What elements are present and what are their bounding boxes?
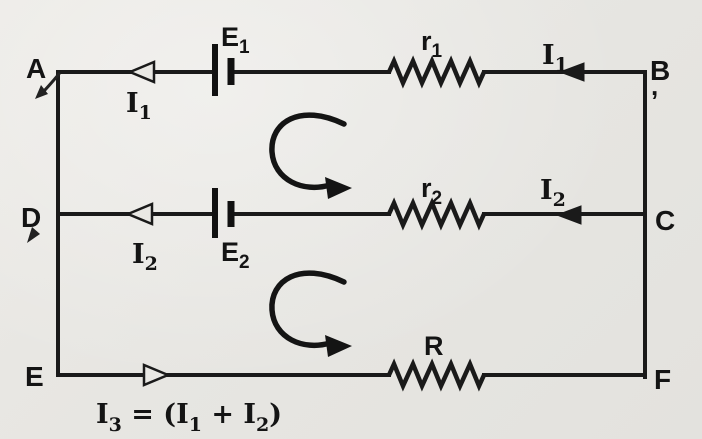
current-arrow-i3 bbox=[142, 363, 172, 387]
node-label-e: E bbox=[25, 361, 44, 392]
pen-mark-at-a bbox=[35, 72, 61, 99]
battery-e2-symbol bbox=[212, 188, 235, 238]
battery-e1-label: E1 bbox=[221, 22, 250, 58]
current-arrow-i2-right bbox=[555, 205, 582, 225]
current-arrow-i1-left bbox=[126, 60, 156, 84]
pen-mark-below-d bbox=[27, 227, 40, 243]
current-label-i1-left: I1 bbox=[126, 88, 152, 124]
node-label-a: A bbox=[26, 53, 46, 84]
current-label-i2-left: I2 bbox=[132, 239, 158, 275]
battery-e1-symbol bbox=[212, 44, 235, 96]
resistor-r1-label: r1 bbox=[421, 26, 443, 62]
resistor-r1-symbol bbox=[386, 55, 487, 89]
battery-e2-label: E2 bbox=[221, 237, 250, 273]
current-label-i1-right: I1 bbox=[542, 40, 568, 76]
equation-i3: I3 = (I1 + I2) bbox=[96, 399, 282, 436]
node-label-c: C bbox=[655, 205, 675, 236]
current-arrow-i2-left bbox=[124, 202, 154, 226]
loop-arrow-2 bbox=[269, 270, 352, 357]
pen-mark-comma-below-b: , bbox=[651, 71, 658, 101]
node-label-d: D bbox=[21, 202, 41, 233]
resistor-r2-symbol bbox=[386, 197, 487, 231]
current-label-i2-right: I2 bbox=[540, 175, 566, 211]
loop-arrow-1 bbox=[269, 112, 352, 199]
current-arrow-i1-right bbox=[558, 62, 585, 82]
node-label-f: F bbox=[654, 364, 671, 395]
resistor-r-symbol bbox=[386, 358, 487, 392]
resistor-r-label: R bbox=[424, 331, 444, 361]
resistor-r2-label: r2 bbox=[421, 173, 442, 209]
node-label-b: B bbox=[650, 55, 670, 86]
